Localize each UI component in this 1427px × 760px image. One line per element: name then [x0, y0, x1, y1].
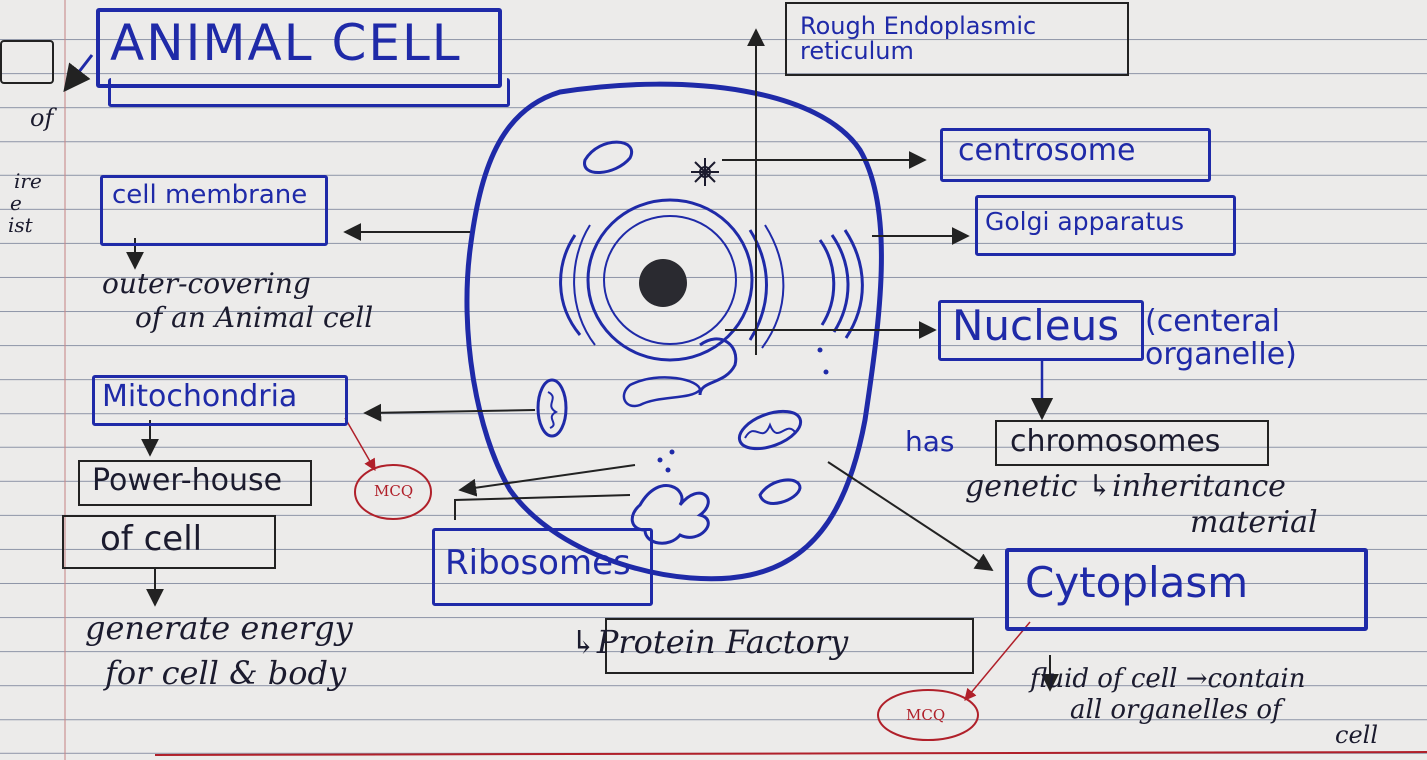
ribosome-dot: [818, 348, 823, 353]
mito-note-1: generate energy: [85, 610, 353, 647]
cytoplasm-note-2: all organelles of: [1070, 696, 1282, 726]
margin-fragment: e: [10, 192, 22, 215]
ribosome-dot: [670, 450, 675, 455]
mitochondrion-1: [585, 142, 632, 172]
page-title: ANIMAL CELL: [110, 18, 462, 68]
centrosome-label: centrosome: [958, 136, 1135, 166]
er-wavy: [700, 339, 736, 395]
bottom-red-line: [155, 752, 1427, 755]
arrow-mitochondria: [365, 410, 535, 413]
cell-membrane-label: cell membrane: [112, 182, 312, 209]
rough-er-label: Rough Endoplasmic reticulum: [800, 14, 1120, 64]
of-cell-label: of cell: [100, 522, 202, 556]
mitochondria-label: Mitochondria: [102, 382, 297, 412]
cytoplasm-note-3: cell: [1335, 722, 1378, 750]
golgi-1: [820, 240, 834, 325]
chromosomes-label: chromosomes: [1010, 427, 1220, 457]
mito-note-2: for cell & body: [105, 655, 346, 692]
chromosome-note-2: material: [1190, 506, 1318, 541]
mcq-pointer-2: [965, 622, 1030, 700]
arrow-ribosomes-bracket: [455, 495, 630, 520]
has-label: has: [905, 428, 955, 456]
margin-fragment: ire: [14, 170, 42, 193]
nucleolus: [639, 259, 687, 307]
cell-membrane-note-1: outer-covering: [102, 268, 311, 300]
nucleus-label: Nucleus: [952, 305, 1119, 347]
golgi-label: Golgi apparatus: [985, 209, 1184, 234]
er-arc-1: [561, 235, 580, 335]
arrow-title: [65, 55, 92, 90]
title-box-shadow: [108, 78, 510, 107]
mitochondrion-4: [760, 480, 800, 503]
ribosomes-label: Ribosomes: [445, 546, 631, 580]
mcq-label-2: MCQ: [906, 706, 945, 724]
centrosome-star: [691, 158, 719, 186]
chromosome-note-1: genetic ↳inheritance: [965, 470, 1286, 505]
cell-membrane-outline: [467, 84, 881, 579]
top-left-box: [0, 40, 54, 84]
margin-fragment: ist: [8, 214, 33, 237]
ribosome-dot: [658, 458, 663, 463]
ribosome-dot: [666, 468, 671, 473]
er-arc-2: [574, 225, 595, 345]
mitochondrion-3: [734, 404, 805, 456]
cell-membrane-note-2: of an Animal cell: [135, 302, 373, 334]
nucleus-note: (centeral organelle): [1145, 305, 1375, 371]
power-house-label: Power-house: [92, 466, 282, 496]
cytoplasm-note-1: fluid of cell →contain: [1030, 665, 1305, 695]
arrow-ribosomes: [460, 465, 635, 490]
mcq-label-1: MCQ: [374, 482, 413, 500]
margin-fragment: of: [30, 105, 53, 133]
cytoplasm-label: Cytoplasm: [1025, 562, 1248, 604]
ribosome-dot: [824, 370, 829, 375]
mcq-pointer-1: [345, 418, 375, 470]
vacuole-shape: [624, 377, 700, 406]
protein-factory-label: ↳Protein Factory: [570, 624, 848, 661]
